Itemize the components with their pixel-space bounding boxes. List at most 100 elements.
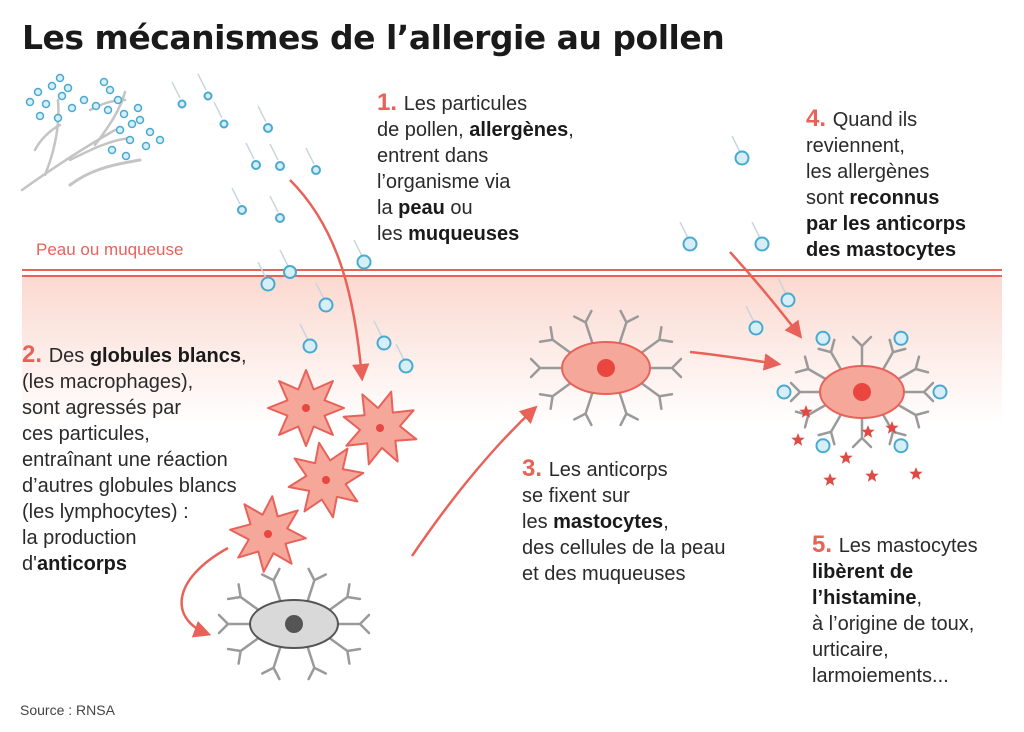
antibody-stroke — [640, 382, 674, 411]
macrophage-nucleus — [322, 476, 330, 484]
step-line: entrent dans — [377, 143, 574, 169]
step-text: ou — [444, 197, 473, 219]
step-text: l’organisme via — [377, 171, 511, 193]
pollen-grain-icon — [177, 99, 187, 109]
step-text: les allergènes — [806, 161, 930, 183]
pollen-trail — [213, 101, 223, 119]
step-keyword: peau — [398, 197, 445, 219]
pollen-grain-icon — [107, 145, 117, 155]
antibody-stroke — [789, 381, 822, 403]
step-text: Quand ils — [832, 109, 918, 131]
pollen-grain-icon — [302, 338, 318, 354]
antibody-stroke — [897, 355, 930, 381]
antibody-icon — [851, 416, 873, 449]
pollen-grain-icon — [780, 292, 796, 308]
pollen-grain-icon — [893, 330, 909, 346]
step-line: ces particules, — [22, 421, 247, 447]
antibody-stroke — [261, 645, 282, 681]
step-keyword: anticorps — [36, 553, 127, 575]
step-keyword: libèrent de — [812, 561, 914, 583]
pollen-grain-icon — [105, 85, 115, 95]
pollen-grain-icon — [47, 81, 57, 91]
pollen-trail — [231, 187, 241, 205]
step-text: , — [240, 345, 247, 367]
antibody-stroke — [328, 583, 362, 612]
pollen-trail — [269, 143, 279, 161]
pollen-grain-icon — [932, 384, 948, 400]
antibody-icon — [897, 403, 930, 429]
antibody-stroke — [817, 413, 843, 446]
mastocyte-icon-nucleus — [853, 383, 871, 401]
pollen-grain-icon — [41, 99, 51, 109]
pollen-grain-icon — [748, 320, 764, 336]
step-keyword: allergènes — [469, 119, 569, 141]
antibody-icon — [902, 381, 935, 403]
arrow-icon — [729, 251, 803, 339]
pollen-grain-icon — [135, 115, 145, 125]
step-line: les muqueuses — [377, 221, 574, 247]
macrophage-icon — [287, 441, 365, 519]
arrow-icon — [289, 179, 370, 382]
step-line: 3. Les anticorps — [522, 456, 725, 483]
pollen-grain-icon — [55, 73, 65, 83]
antibody-icon — [794, 355, 827, 381]
step-text: les — [377, 223, 409, 245]
antibody-stroke — [538, 325, 572, 354]
pollen-grain-icon — [127, 119, 137, 129]
step-keyword: reconnus — [849, 187, 940, 209]
step-line: sont agressés par — [22, 395, 247, 421]
step-text: des cellules de la peau — [522, 537, 726, 559]
step-line: des cellules de la peau — [522, 535, 725, 561]
step-text: les — [522, 511, 554, 533]
step-text: sont agressés par — [22, 397, 181, 419]
antibody-icon — [817, 413, 843, 446]
pollen-grain-icon — [318, 297, 334, 313]
pollen-trail — [745, 305, 755, 323]
pollen-trail — [171, 81, 181, 99]
page-title: Les mécanismes de l’allergie au pollen — [22, 18, 725, 57]
pollen-trail — [777, 277, 787, 295]
antibody-stroke — [817, 338, 843, 371]
antibody-stroke — [328, 636, 362, 665]
antibody-icon — [817, 338, 843, 371]
pollen-grain-icon — [53, 113, 63, 123]
pollen-trail — [353, 239, 363, 257]
pollen-grain-icon — [376, 335, 392, 351]
step-text: d' — [22, 553, 37, 575]
antibody-icon — [618, 309, 639, 345]
pollen-trail — [305, 147, 315, 165]
antibody-stroke — [573, 309, 594, 345]
step-line: par les anticorps — [806, 211, 966, 237]
pollen-grain-icon — [25, 97, 35, 107]
skin-label: Peau ou muqueuse — [36, 240, 184, 259]
step-line: des mastocytes — [806, 237, 966, 263]
pollen-trail — [373, 320, 383, 338]
pollen-trail — [731, 135, 741, 153]
step-text: d’autres globules blancs — [22, 475, 237, 497]
histamine-icon — [865, 469, 879, 482]
step-text: (les macrophages), — [22, 371, 194, 393]
pollen-grain-icon — [79, 95, 89, 105]
pollen-grain-icon — [251, 160, 261, 170]
pollen-trail — [395, 343, 405, 361]
pollen-trail — [257, 105, 267, 123]
pollen-grain-icon — [237, 205, 247, 215]
step-text: sont — [806, 187, 850, 209]
antibody-icon — [538, 325, 572, 354]
pollen-grain-icon — [35, 111, 45, 121]
step-text: reviennent, — [806, 135, 905, 157]
pollen-grain-icon — [115, 125, 125, 135]
pollen-trail — [315, 282, 325, 300]
pollen-grain-icon — [103, 105, 113, 115]
antibody-stroke — [306, 567, 327, 603]
source-credit: Source : RNSA — [20, 702, 115, 718]
step-line: (les macrophages), — [22, 369, 247, 395]
step-line: 2. Des globules blancs, — [22, 342, 247, 369]
step-line: l’organisme via — [377, 169, 574, 195]
plant-icon — [20, 90, 142, 192]
step-line: 4. Quand ils — [806, 106, 966, 133]
step-line: les allergènes — [806, 159, 966, 185]
antibody-icon — [306, 645, 327, 681]
